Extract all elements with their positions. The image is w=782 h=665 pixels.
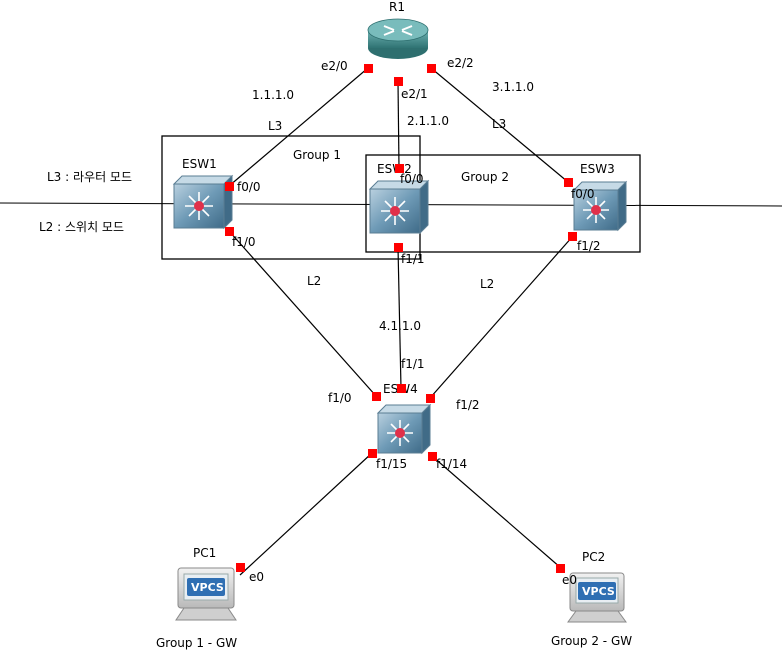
if-esw4-f11: f1/1: [401, 357, 425, 371]
esw1-label: ESW1: [182, 157, 217, 171]
esw3-label: ESW3: [580, 162, 615, 176]
if-esw1-f10: f1/0: [232, 235, 256, 249]
if-esw4-f114: f1/14: [436, 457, 467, 471]
port-esw4-f12[interactable]: [426, 394, 435, 403]
if-esw4-f10: f1/0: [328, 391, 352, 405]
if-pc2-e0: e0: [562, 573, 577, 587]
if-r1-e20: e2/0: [321, 59, 348, 73]
port-r1-e20[interactable]: [364, 64, 373, 73]
note-l2-mode: L2 : 스위치 모드: [39, 220, 124, 234]
if-esw4-f12: f1/2: [456, 398, 480, 412]
if-esw3-f12: f1/2: [577, 239, 601, 253]
group2-label: Group 2: [461, 170, 509, 184]
if-pc1-e0: e0: [249, 570, 264, 584]
port-esw3-f12[interactable]: [568, 232, 577, 241]
port-esw1-f00[interactable]: [225, 182, 234, 191]
port-esw2-f11[interactable]: [394, 243, 403, 252]
if-r1-e21: e2/1: [401, 87, 428, 101]
network-2: 2.1.1.0: [407, 114, 449, 128]
port-esw4-f10[interactable]: [372, 392, 381, 401]
group2-box: [365, 154, 641, 253]
port-pc1-e0[interactable]: [236, 563, 245, 572]
layer-tag-l2-right: L2: [480, 277, 494, 291]
port-r1-e22[interactable]: [427, 64, 436, 73]
if-esw2-f00: f0/0: [400, 172, 424, 186]
if-esw4-f115: f1/15: [376, 457, 407, 471]
pc-pc1[interactable]: VPCS PC1: [175, 546, 237, 621]
port-r1-e21[interactable]: [394, 77, 403, 86]
if-r1-e22: e2/2: [447, 56, 474, 70]
switch-esw4[interactable]: ESW4: [376, 382, 432, 455]
port-esw4-f114[interactable]: [428, 452, 437, 461]
port-esw4-f11[interactable]: [397, 384, 406, 393]
network-1: 1.1.1.0: [252, 88, 294, 102]
pc2-caption: Group 2 - GW: [551, 634, 632, 648]
link-r1-esw2[interactable]: [397, 81, 400, 169]
link-r1-esw3[interactable]: [430, 67, 569, 183]
layer-tag-l3-right: L3: [492, 117, 506, 131]
port-esw2-f00[interactable]: [395, 164, 404, 173]
port-esw1-f10[interactable]: [225, 227, 234, 236]
network-3: 3.1.1.0: [492, 80, 534, 94]
port-pc2-e0[interactable]: [556, 564, 565, 573]
pc2-label: PC2: [582, 550, 605, 564]
router-r1[interactable]: R1: [367, 0, 429, 59]
network-4: 4.1.1.0: [379, 319, 421, 333]
link-esw1-esw4[interactable]: [228, 230, 377, 397]
pc-pc2[interactable]: VPCS PC2: [567, 550, 627, 623]
interface-labels: e2/0 e2/1 e2/2 f0/0 f1/0 f0/0 f1/1 f0/0 …: [232, 56, 601, 587]
layer-tag-l3-left: L3: [268, 119, 282, 133]
pc1-badge: VPCS: [191, 581, 224, 594]
if-esw2-f11: f1/1: [401, 252, 425, 266]
if-esw1-f00: f0/0: [237, 180, 261, 194]
pc2-badge: VPCS: [582, 585, 615, 598]
link-esw2-esw4[interactable]: [397, 246, 402, 389]
note-l3-mode: L3 : 라우터 모드: [47, 170, 132, 184]
switch-esw1[interactable]: ESW1: [172, 157, 234, 230]
pc1-label: PC1: [193, 546, 216, 560]
port-esw3-f00[interactable]: [564, 178, 573, 187]
group1-label: Group 1: [293, 148, 341, 162]
if-esw3-f00: f0/0: [571, 187, 595, 201]
link-esw4-pc1[interactable]: [239, 452, 373, 576]
layer-tags: L3 L3 L2 L2: [268, 117, 506, 291]
r1-label: R1: [389, 0, 405, 14]
link-esw4-pc2[interactable]: [431, 455, 562, 569]
layer-tag-l2-left: L2: [307, 274, 321, 288]
link-r1-esw1[interactable]: [228, 67, 369, 187]
switch-esw3[interactable]: ESW3: [572, 162, 628, 232]
port-esw4-f115[interactable]: [368, 449, 377, 458]
links: [228, 67, 574, 576]
network-labels: 1.1.1.0 2.1.1.0 3.1.1.0 4.1.1.0: [252, 80, 534, 333]
pc1-caption: Group 1 - GW: [156, 636, 237, 650]
ports: [225, 64, 577, 573]
link-esw3-esw4[interactable]: [429, 235, 574, 399]
